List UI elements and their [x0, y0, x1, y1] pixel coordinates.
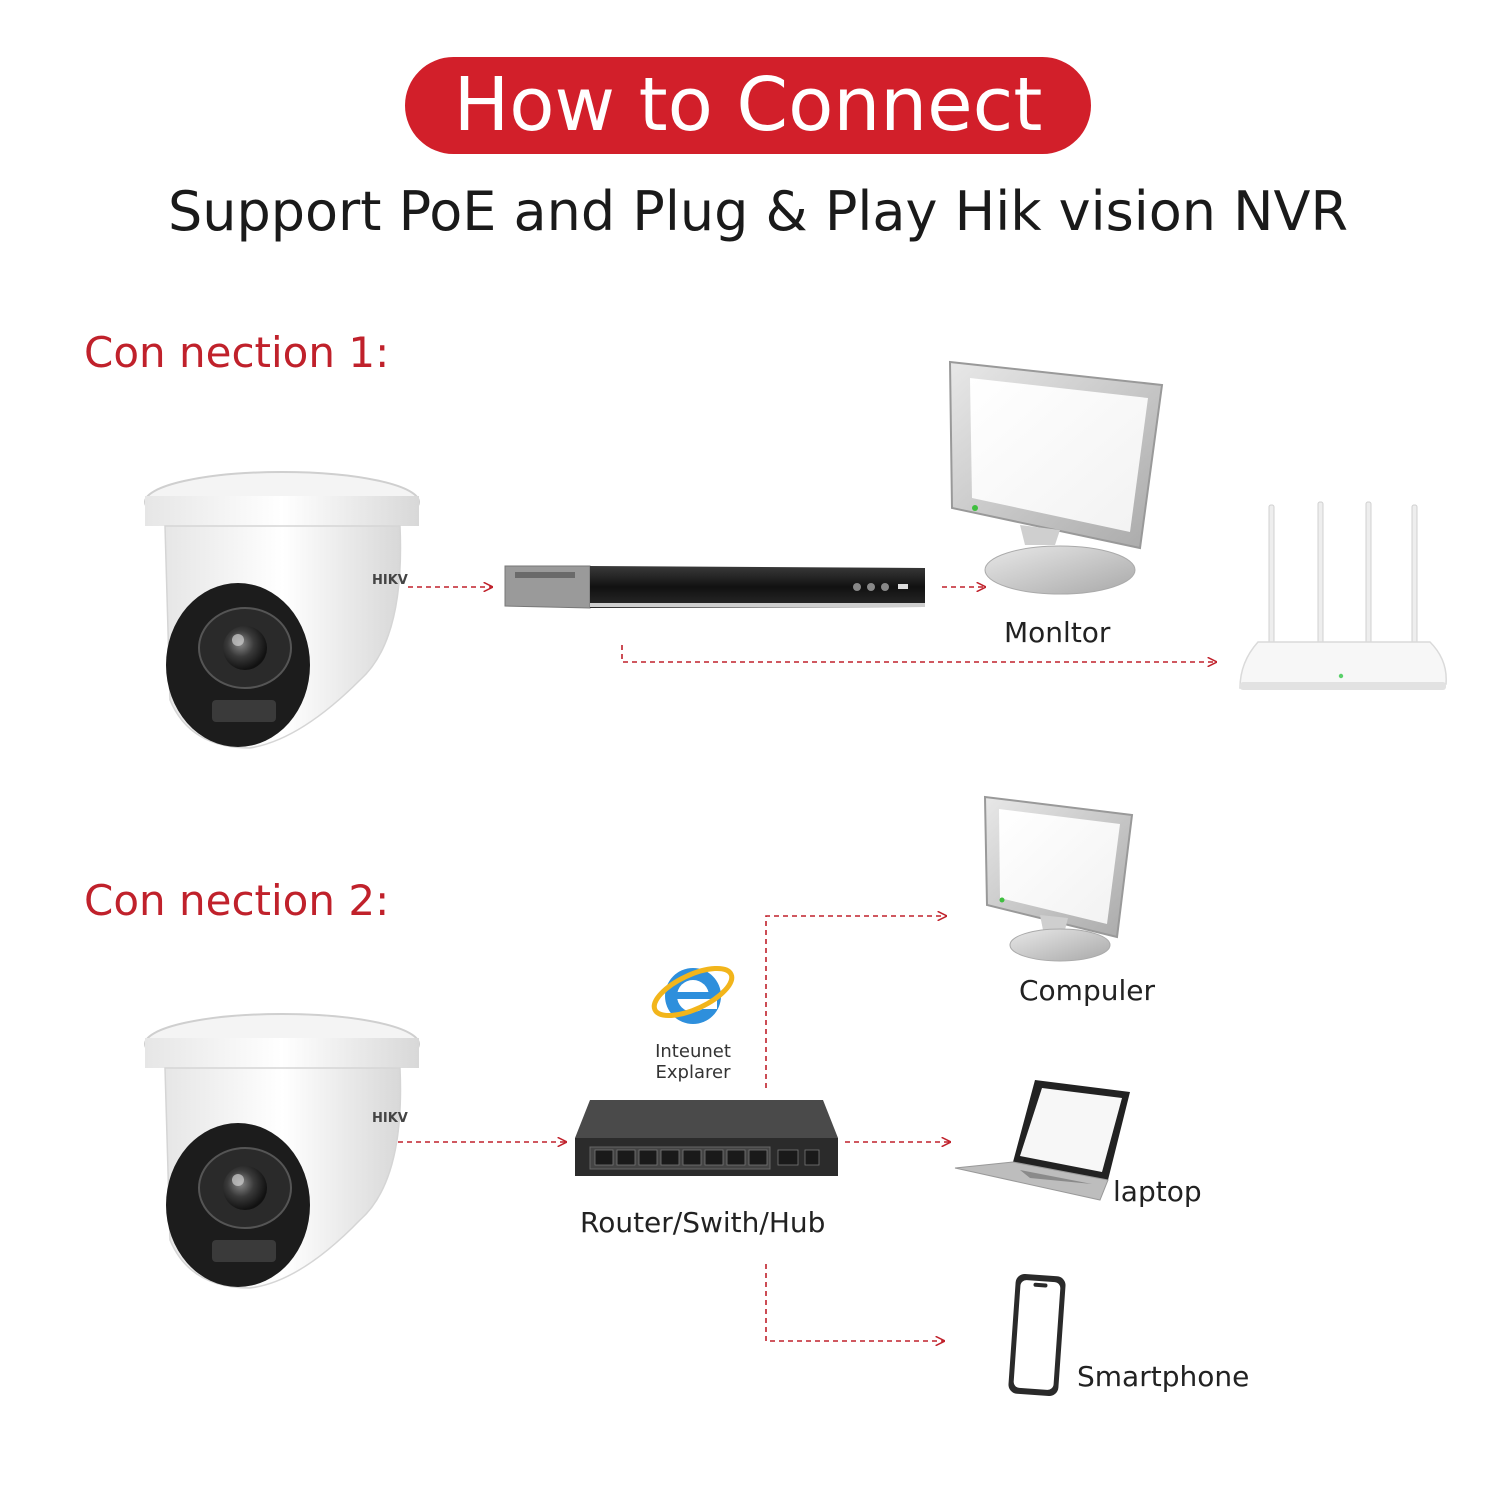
arrow-hub-to-computer [765, 916, 946, 1088]
arrow-nvr-to-router [621, 645, 1216, 662]
laptop-label: laptop [1113, 1175, 1202, 1208]
dome-camera-icon: HIKV [144, 1013, 420, 1289]
browser-label-line2: Explarer [655, 1062, 731, 1083]
browser-label: Inteunet Explarer [638, 1041, 748, 1083]
switch-icon [575, 1100, 838, 1176]
connection-2-label: Con nection 2: [84, 876, 390, 925]
title-banner: How to Connect [405, 57, 1091, 154]
page-subtitle: Support PoE and Plug & Play Hik vision N… [167, 180, 1349, 243]
smartphone-icon [1008, 1274, 1066, 1396]
page-title: How to Connect [453, 62, 1043, 148]
connection-1-label: Con nection 1: [84, 328, 390, 377]
monitor-icon [948, 360, 1164, 595]
monitor-icon [983, 795, 1134, 962]
router-icon [1239, 501, 1447, 690]
camera-brand-2: HIKV [372, 1111, 408, 1126]
smartphone-label: Smartphone [1077, 1360, 1250, 1393]
computer-label: Compuler [1019, 974, 1155, 1007]
laptop-icon [954, 1080, 1130, 1201]
browser-label-line1: Inteunet [655, 1041, 731, 1062]
internet-explorer-icon [651, 965, 735, 1024]
monitor-label: Monltor [1004, 616, 1111, 649]
arrow-hub-to-smartphone [765, 1264, 944, 1341]
dome-camera-icon: HIKV [144, 471, 420, 749]
camera-brand-1: HIKV [372, 573, 408, 588]
nvr-icon [504, 565, 925, 609]
hub-label: Router/Swith/Hub [580, 1206, 826, 1239]
